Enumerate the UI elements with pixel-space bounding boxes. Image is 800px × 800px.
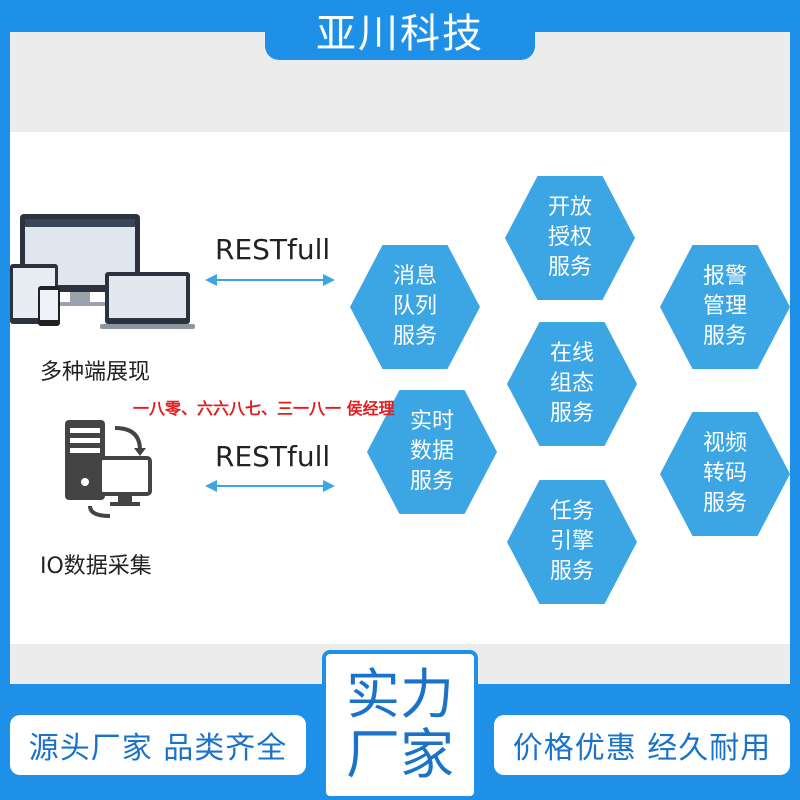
slogan-left: 源头厂家 品类齐全 bbox=[10, 715, 306, 775]
service-message-queue: 消息 队列 服务 bbox=[350, 245, 480, 369]
strength-badge-line2: 厂家 bbox=[346, 723, 454, 786]
service-online-config: 在线 组态 服务 bbox=[507, 322, 637, 446]
double-arrow-icon-bottom bbox=[205, 480, 335, 492]
rest-label-bottom: RESTfull bbox=[215, 440, 331, 473]
contact-watermark: 一八零、六六八七、三一八一 侯经理 bbox=[133, 399, 395, 418]
service-task-engine: 任务 引擎 服务 bbox=[507, 480, 637, 604]
double-arrow-icon-top bbox=[205, 274, 335, 286]
multi-device-icon bbox=[10, 214, 195, 329]
strength-badge-line1: 实力 bbox=[346, 663, 454, 726]
architecture-diagram: 多种端展现 IO数据采集 RESTfull RESTfull 消息 队列 服务 … bbox=[10, 132, 790, 644]
strength-badge: 实力 厂家 bbox=[322, 650, 478, 800]
service-video-transcode: 视频 转码 服务 bbox=[660, 412, 790, 536]
io-label: IO数据采集 bbox=[40, 554, 152, 579]
server-monitor-icon bbox=[65, 420, 152, 518]
devices-label: 多种端展现 bbox=[40, 360, 151, 385]
service-alarm-mgmt: 报警 管理 服务 bbox=[660, 245, 790, 369]
brand-banner: 亚川科技 bbox=[265, 0, 535, 60]
rest-label-top: RESTfull bbox=[215, 233, 331, 266]
service-open-auth: 开放 授权 服务 bbox=[505, 176, 635, 300]
slogan-right: 价格优惠 经久耐用 bbox=[494, 715, 790, 775]
